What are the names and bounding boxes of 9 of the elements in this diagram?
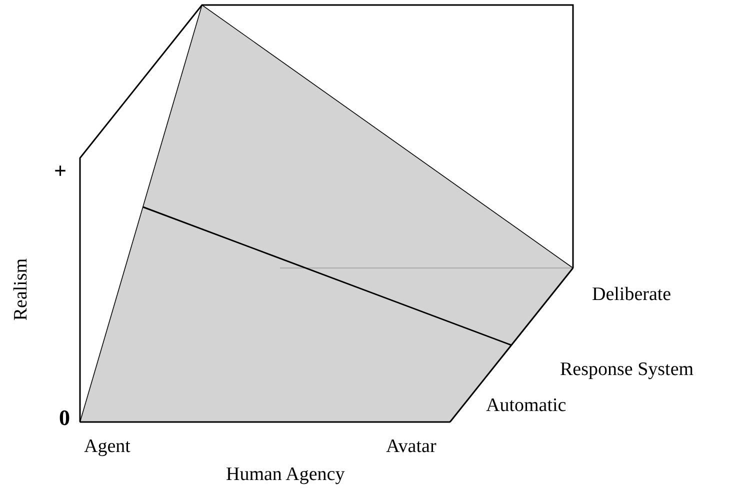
axis-title: Human Agency	[226, 465, 345, 484]
axis-label: Deliberate	[592, 285, 672, 304]
axis-title: Response System	[560, 360, 694, 379]
axis-mark: 0	[59, 407, 70, 429]
axis-label: Automatic	[486, 396, 566, 415]
axis-mark: +	[54, 160, 67, 182]
axis-label: Agent	[84, 437, 130, 456]
axis-label: Avatar	[386, 437, 436, 456]
axis-title: Realism	[12, 258, 31, 321]
